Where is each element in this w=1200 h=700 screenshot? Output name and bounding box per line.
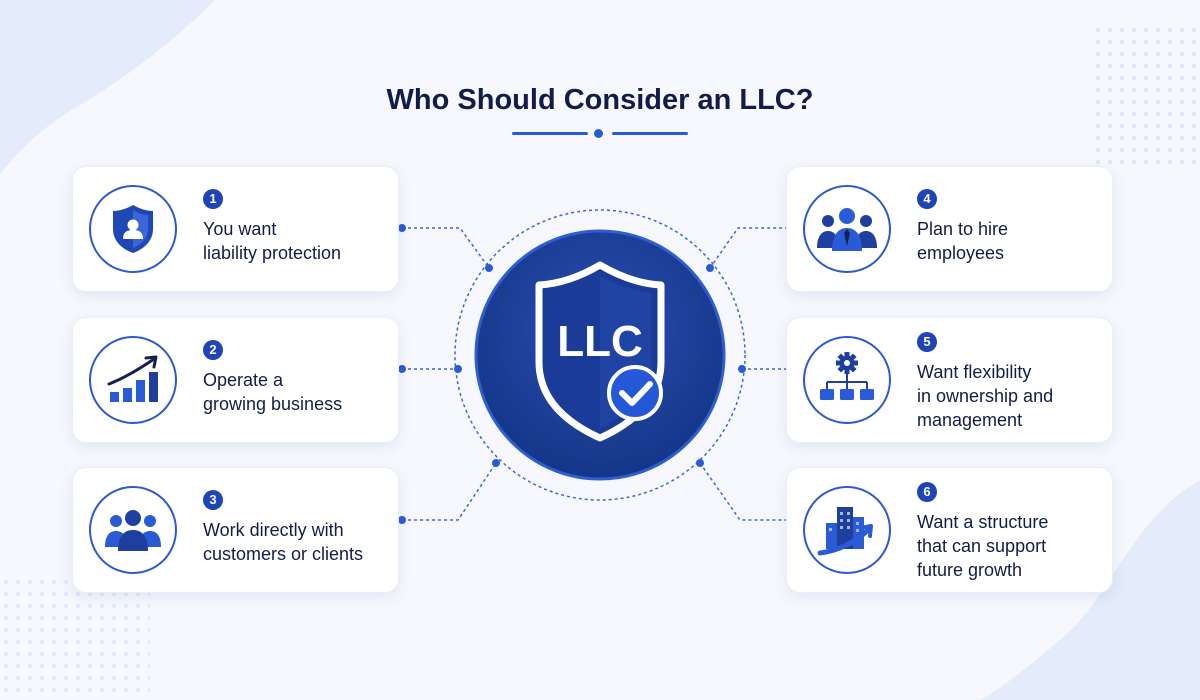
step-label: Operate a growing business <box>203 370 343 414</box>
icon-circle <box>803 185 891 273</box>
card-liability-protection: 1 You want liability protection <box>72 166 399 292</box>
step-number: 1 <box>203 189 223 209</box>
step-number: 5 <box>917 332 937 352</box>
growth-chart-icon <box>107 355 158 402</box>
shield-user-icon <box>113 205 153 253</box>
connector-6 <box>699 462 798 521</box>
card-growing-business: 2 Operate a growing business <box>72 317 399 443</box>
buildings-growth-icon <box>817 507 873 556</box>
hub-label: LLC <box>557 317 643 366</box>
card-customers-clients: 3 Work directly with customers or client… <box>72 467 399 593</box>
title-dot <box>594 129 603 138</box>
connector-4 <box>709 227 798 269</box>
page-title: Who Should Consider an LLC? <box>386 84 814 116</box>
card-hire-employees: 4 Plan to hire employees <box>786 166 1113 292</box>
card-flexibility-ownership: 5 Want flexibility in ownership and mana… <box>786 317 1113 443</box>
org-chart-gear-icon <box>820 352 874 400</box>
icon-circle <box>803 336 891 424</box>
step-number: 2 <box>203 340 223 360</box>
connector-3 <box>402 462 497 521</box>
step-label: Want a structure that can support future… <box>917 512 1049 580</box>
step-label: Work directly with customers or clients <box>203 520 364 564</box>
connector-1 <box>402 227 490 269</box>
step-label: Want flexibility in ownership and manage… <box>917 362 1054 430</box>
llc-hub: LLC <box>474 229 726 481</box>
card-future-growth: 6 Want a structure that can support futu… <box>786 467 1113 593</box>
icon-circle <box>89 185 177 273</box>
step-label: You want liability protection <box>203 219 342 263</box>
team-icon <box>817 208 877 251</box>
people-group-icon <box>105 510 161 551</box>
step-number: 3 <box>203 490 223 510</box>
check-badge-icon <box>607 365 663 421</box>
icon-circle <box>89 486 177 574</box>
icon-circle <box>89 336 177 424</box>
icon-circle <box>803 486 891 574</box>
step-number: 6 <box>917 482 937 502</box>
title-rule-right <box>612 132 688 135</box>
step-number: 4 <box>917 189 937 209</box>
step-label: Plan to hire employees <box>917 219 1009 263</box>
hub-dashed-ring <box>454 209 746 501</box>
title-rule-left <box>512 132 588 135</box>
